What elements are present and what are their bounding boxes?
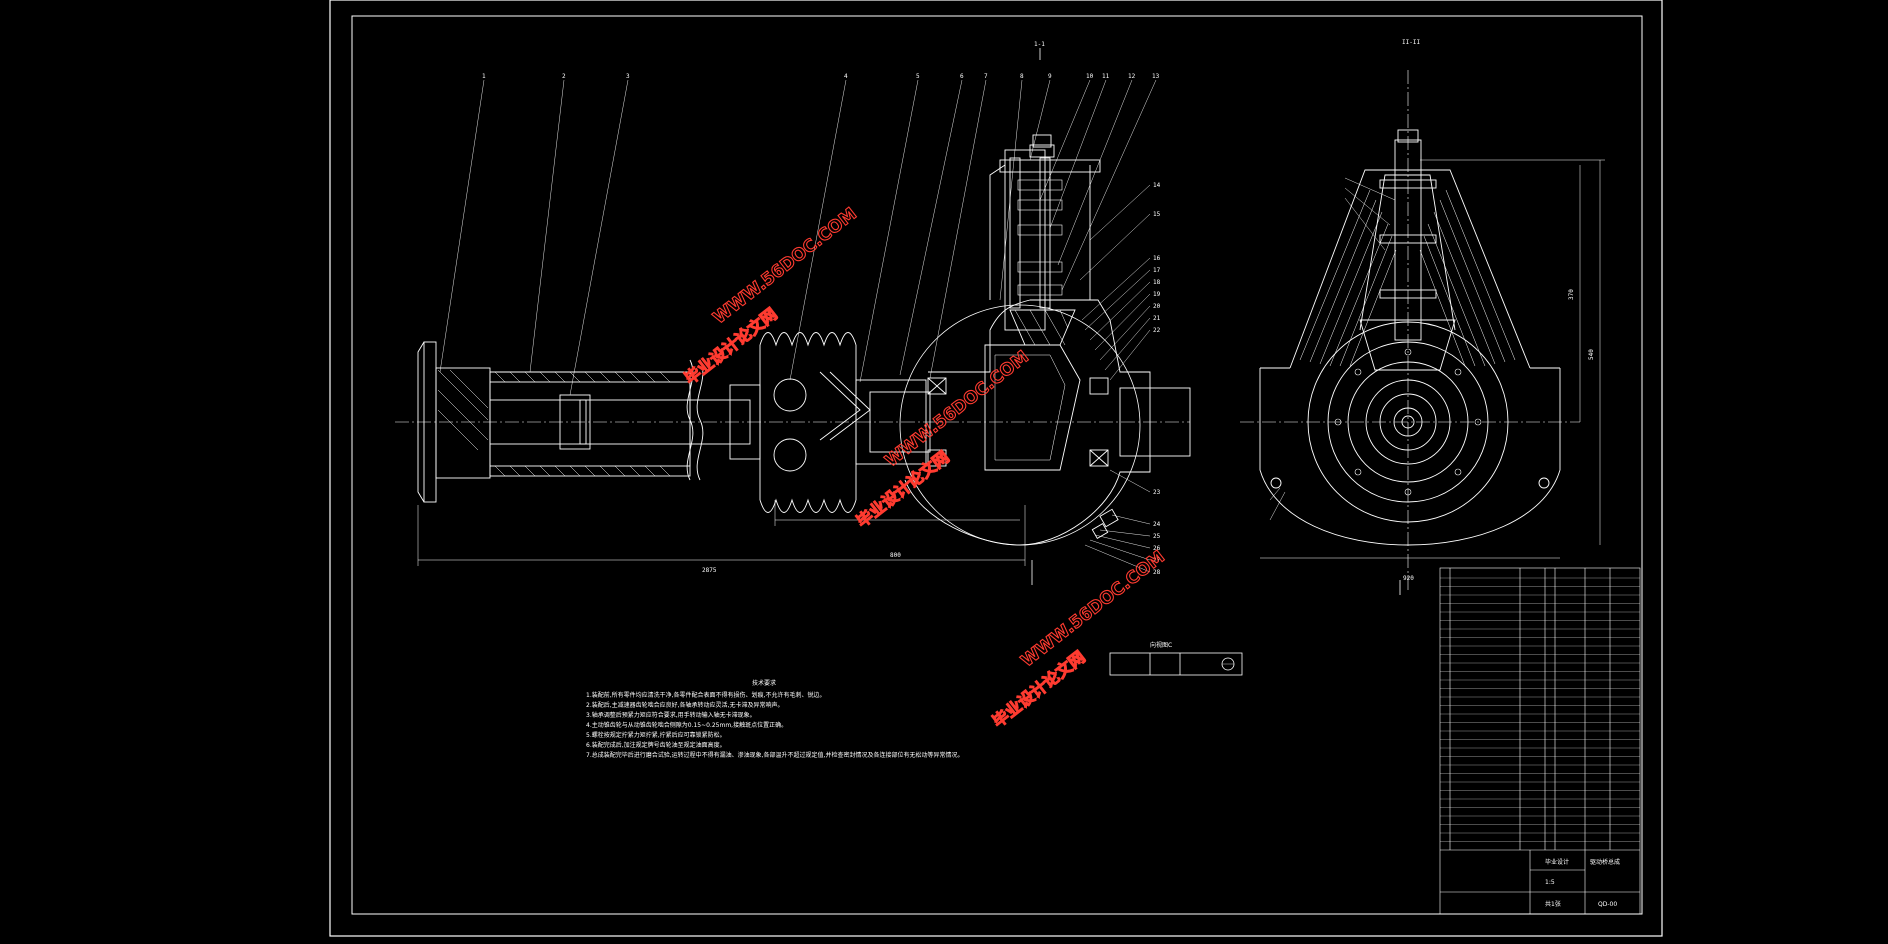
leader-number: 3 xyxy=(626,73,630,80)
note-line: 6.装配完成后,加注规定牌号齿轮油至规定油面高度。 xyxy=(586,741,726,749)
svg-text:WWW.56DOC.COM: WWW.56DOC.COM xyxy=(710,204,861,328)
dimension-right-width: 920 xyxy=(1403,575,1414,582)
title-block-school: 毕业设计 xyxy=(1545,858,1569,866)
leader-number: 5 xyxy=(916,73,920,80)
left-section-view xyxy=(395,48,1191,585)
dimension-right-h2: 540 xyxy=(1588,349,1595,360)
note-line: 1.装配前,所有零件均应清洗干净,各零件配合表面不得有损伤、划痕,不允许有毛刺、… xyxy=(586,691,825,699)
watermark-2: 毕业设计论文网 WWW.56DOC.COM xyxy=(852,346,1033,531)
leader-number: 26 xyxy=(1153,545,1161,552)
section-marker-right: II-II xyxy=(1402,39,1420,46)
leader-number: 23 xyxy=(1153,489,1161,496)
parts-list xyxy=(1439,567,1641,915)
leader-lines-right xyxy=(1079,184,1151,573)
leader-number: 2 xyxy=(562,73,566,80)
leader-number: 17 xyxy=(1153,267,1161,274)
leader-number: 13 xyxy=(1152,73,1160,80)
outer-border xyxy=(329,0,1663,937)
inner-border xyxy=(351,15,1643,915)
svg-text:WWW.56DOC.COM: WWW.56DOC.COM xyxy=(882,347,1033,471)
leader-number: 9 xyxy=(1048,73,1052,80)
leader-numbers-right: 14 15 16 17 18 19 20 21 22 23 24 25 26 2… xyxy=(1153,182,1161,576)
dimension-total: 2875 xyxy=(702,567,717,574)
note-line: 3.轴承调整后预紧力矩应符合要求,用手转动输入轴无卡滞现象。 xyxy=(586,711,756,719)
leader-lines-right-view xyxy=(1269,177,1396,521)
leader-lines-top xyxy=(439,79,1157,396)
leader-number: 20 xyxy=(1153,303,1161,310)
leader-number: 24 xyxy=(1153,521,1161,528)
note-line: 2.装配后,主减速器齿轮啮合应良好,各轴承转动应灵活,无卡滞及异常响声。 xyxy=(586,701,783,709)
leader-number: 16 xyxy=(1153,255,1161,262)
leader-number: 19 xyxy=(1153,291,1161,298)
leader-number: 8 xyxy=(1020,73,1024,80)
right-section-view xyxy=(1240,70,1605,595)
section-marker-left: 1-1 xyxy=(1034,41,1045,48)
detail-view-label: 向视图C xyxy=(1150,641,1172,649)
parts-list-rows xyxy=(1440,577,1640,842)
note-line: 7.总成装配完毕后进行磨合试验,运转过程中不得有漏油、渗油现象,各部温升不超过规… xyxy=(586,751,963,759)
title-block-drawing-no: QD-00 xyxy=(1598,901,1617,908)
leader-number: 25 xyxy=(1153,533,1161,540)
leader-number: 7 xyxy=(984,73,988,80)
leader-number: 21 xyxy=(1153,315,1161,322)
notes-title: 技术要求 xyxy=(752,679,776,687)
watermark-1: 毕业设计论文网 WWW.56DOC.COM xyxy=(680,203,861,388)
leader-number: 11 xyxy=(1102,73,1110,80)
leader-number: 28 xyxy=(1153,569,1161,576)
note-line: 5.螺栓按规定拧紧力矩拧紧,拧紧后应可靠锁紧防松。 xyxy=(586,731,726,739)
leader-number: 1 xyxy=(482,73,486,80)
dimension-mid: 800 xyxy=(890,552,901,559)
leader-number: 4 xyxy=(844,73,848,80)
leader-number: 10 xyxy=(1086,73,1094,80)
title-block-scale: 1:5 xyxy=(1545,879,1555,886)
leader-number: 15 xyxy=(1153,211,1161,218)
leader-number: 6 xyxy=(960,73,964,80)
title-block-sheet: 共1张 xyxy=(1545,900,1561,908)
title-block-title: 驱动桥总成 xyxy=(1590,858,1620,866)
leader-number: 18 xyxy=(1153,279,1161,286)
note-line: 4.主动锥齿轮与从动锥齿轮啮合侧隙为0.15~0.25mm,接触斑点位置正确。 xyxy=(586,721,787,729)
leader-number: 22 xyxy=(1153,327,1161,334)
leader-numbers-top: 1 2 3 4 5 6 7 8 9 10 11 12 13 xyxy=(482,73,1160,80)
leader-number: 27 xyxy=(1153,557,1161,564)
dimension-right-h1: 370 xyxy=(1568,289,1575,300)
detail-view-c xyxy=(1109,652,1243,676)
leader-number: 12 xyxy=(1128,73,1136,80)
leader-number: 14 xyxy=(1153,182,1161,189)
technical-notes: 技术要求 1.装配前,所有零件均应清洗干净,各零件配合表面不得有损伤、划痕,不允… xyxy=(586,679,963,759)
